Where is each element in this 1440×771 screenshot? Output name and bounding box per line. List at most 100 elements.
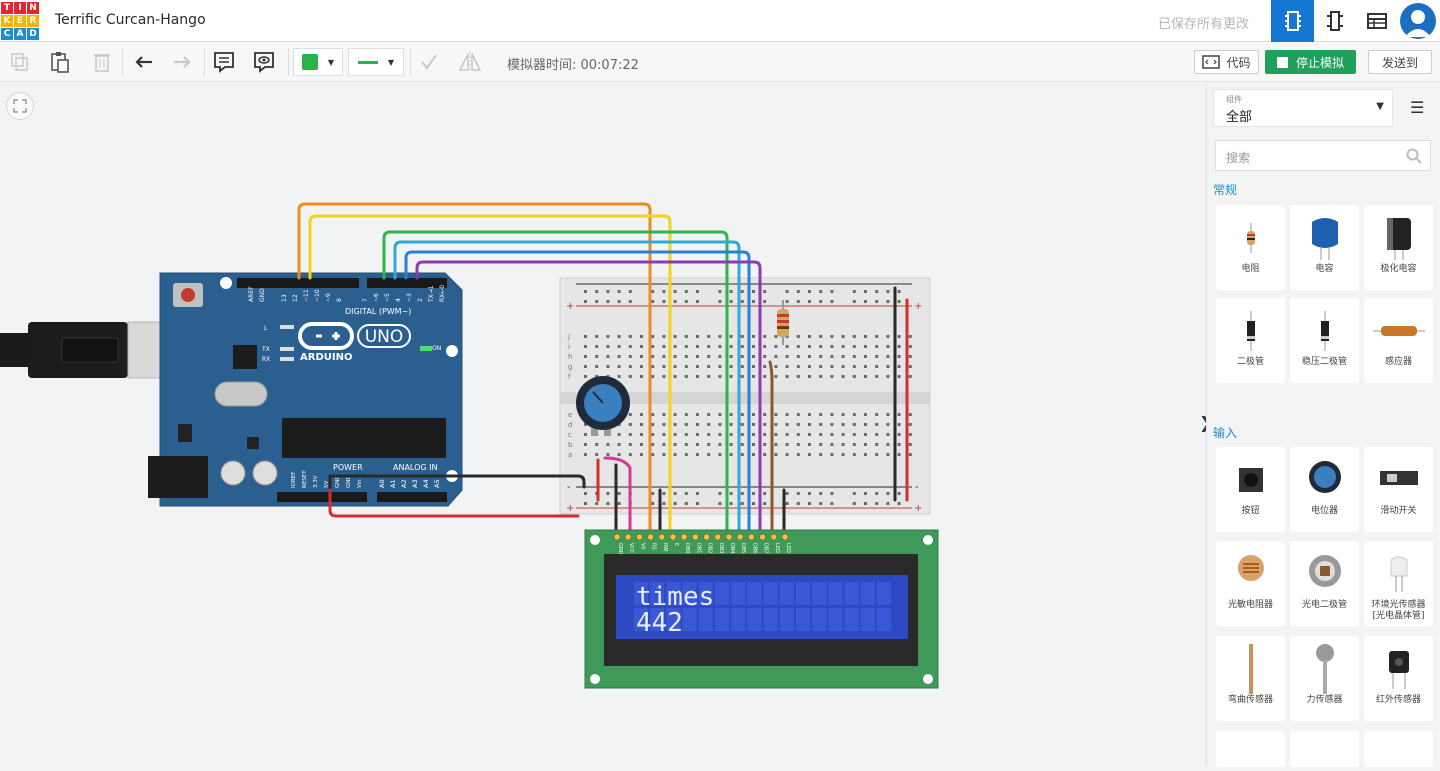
wires[interactable] (297, 202, 909, 534)
lcd-pin[interactable] (636, 533, 643, 541)
lcd-pin[interactable] (624, 533, 632, 541)
wire-color-picker[interactable]: ▼ (293, 48, 343, 76)
lcd-pin[interactable] (725, 533, 733, 541)
lcd-pin[interactable] (680, 533, 688, 541)
lcd-pin[interactable] (736, 533, 744, 541)
analog-pin-label: A3 (411, 479, 419, 488)
component-tile[interactable]: 光敏电阻器 (1216, 541, 1285, 626)
wire-style-icon (357, 60, 378, 64)
lcd-pin-label: DB5 (740, 543, 746, 553)
component-tile[interactable]: 弯曲传感器 (1216, 636, 1285, 721)
row-letter: i (568, 343, 570, 351)
list-view-button[interactable] (1355, 0, 1398, 42)
component-tile[interactable]: 感应器 (1364, 298, 1433, 383)
chevron-down-icon: ▼ (1376, 101, 1384, 112)
workplane-canvas[interactable]: UNO ARDUINO DIGITAL (PWM~) POWER ANALOG … (0, 83, 1206, 767)
lcd-pin-label: V0 (639, 543, 645, 550)
category-select[interactable]: 组件 全部 ▼ (1213, 89, 1393, 127)
search-icon (1406, 148, 1422, 164)
stop-simulation-button[interactable]: 停止模拟 (1265, 50, 1356, 74)
note-button[interactable] (210, 42, 238, 82)
flip-button[interactable] (456, 42, 484, 82)
logo-letter: N (27, 2, 39, 14)
lcd-pin[interactable] (748, 533, 755, 541)
fit-view-button[interactable] (6, 92, 34, 120)
stop-label: 停止模拟 (1295, 55, 1344, 70)
component-tile[interactable] (1364, 731, 1433, 767)
lcd-pin-label: DB0 (684, 543, 690, 553)
chevron-down-icon: ▼ (327, 57, 335, 67)
lcd-pin[interactable] (781, 533, 789, 541)
component-label: 滑动开关 (1380, 506, 1417, 516)
circuit-view-icon (1284, 11, 1301, 31)
arduino-uno[interactable]: UNO ARDUINO DIGITAL (PWM~) POWER ANALOG … (148, 272, 463, 507)
component-tile[interactable]: 二极管 (1216, 298, 1285, 383)
digital-pin-label: 12 (292, 294, 299, 302)
save-status: 已保存所有更改 (1158, 17, 1250, 32)
lcd-line-1: times (636, 582, 714, 612)
component-tile[interactable]: 电容 (1290, 205, 1359, 290)
copy-button[interactable] (6, 42, 34, 82)
send-to-button[interactable]: 发送到 (1368, 50, 1432, 74)
lcd-pin[interactable] (770, 533, 778, 541)
digital-pin-label: GND (259, 288, 266, 302)
lcd-pin[interactable] (669, 533, 677, 541)
project-title[interactable]: Terrific Curcan-Hango (55, 12, 206, 28)
lcd-pin[interactable] (658, 533, 666, 541)
circuit-view-button[interactable] (1271, 0, 1314, 42)
analog-pin-label: A1 (389, 479, 397, 488)
component-tile[interactable]: 按钮 (1216, 447, 1285, 532)
component-tile[interactable]: 极化电容 (1364, 205, 1433, 290)
component-label: 稳压二极管 (1301, 357, 1347, 367)
lcd-pin[interactable] (647, 533, 654, 541)
logo-letter: E (14, 15, 26, 27)
component-tile[interactable]: 环境光传感器[光电晶体管] (1364, 541, 1433, 626)
component-tile[interactable]: 电阻 (1216, 205, 1285, 290)
lcd-pin[interactable] (759, 533, 766, 541)
resistor[interactable] (777, 300, 789, 345)
component-tile[interactable]: 力传感器 (1290, 636, 1359, 721)
on-label: ON (432, 345, 441, 352)
logo-letter: I (14, 2, 26, 14)
diode-icon (1216, 306, 1285, 356)
analog-pin-label: A0 (378, 479, 386, 488)
component-tile[interactable]: 光电二极管 (1290, 541, 1359, 626)
list-toggle-button[interactable]: ☰ (1410, 98, 1425, 117)
component-tile[interactable]: 红外传感器 (1364, 636, 1433, 721)
user-avatar[interactable] (1400, 3, 1436, 39)
undo-button[interactable] (130, 42, 158, 82)
power-pin-label: GND (346, 475, 352, 488)
component-tile[interactable]: 稳压二极管 (1290, 298, 1359, 383)
power-pin-label: IOREF (291, 472, 297, 488)
lcd-pin[interactable] (692, 533, 699, 541)
digital-pin-label: ~3 (406, 293, 413, 302)
code-button[interactable]: 代码 (1194, 50, 1259, 74)
digital-pin-label: ~9 (325, 293, 332, 302)
component-label: 环境光传感器[光电晶体管] (1371, 600, 1426, 621)
digital-pin-label: 2 (417, 298, 424, 302)
toggle-notes-button[interactable] (250, 42, 278, 82)
component-tile[interactable]: 滑动开关 (1364, 447, 1433, 532)
component-tile[interactable] (1216, 731, 1285, 767)
paste-button[interactable] (46, 42, 74, 82)
copy-icon (11, 53, 28, 71)
digital-pin-label: ~10 (314, 289, 321, 302)
lcd-pin-label: DB2 (707, 543, 713, 553)
power-pin-label: 3.3V (313, 475, 319, 488)
lcd-pin[interactable] (714, 533, 722, 541)
lcd-pin[interactable] (703, 533, 710, 541)
component-tile[interactable]: 电位器 (1290, 447, 1359, 532)
potentiometer[interactable] (576, 376, 630, 436)
ambient-light-sensor-icon (1364, 549, 1433, 599)
schematic-view-button[interactable] (1313, 0, 1356, 42)
component-search-input[interactable]: 搜索 (1215, 140, 1431, 171)
code-label: 代码 (1226, 55, 1251, 70)
rotate-button[interactable] (416, 42, 442, 82)
wire-type-picker[interactable]: ▼ (348, 48, 404, 76)
redo-button[interactable] (168, 42, 196, 82)
delete-button[interactable] (88, 42, 116, 82)
lcd-pin[interactable] (613, 533, 621, 541)
component-tile[interactable] (1290, 731, 1359, 767)
